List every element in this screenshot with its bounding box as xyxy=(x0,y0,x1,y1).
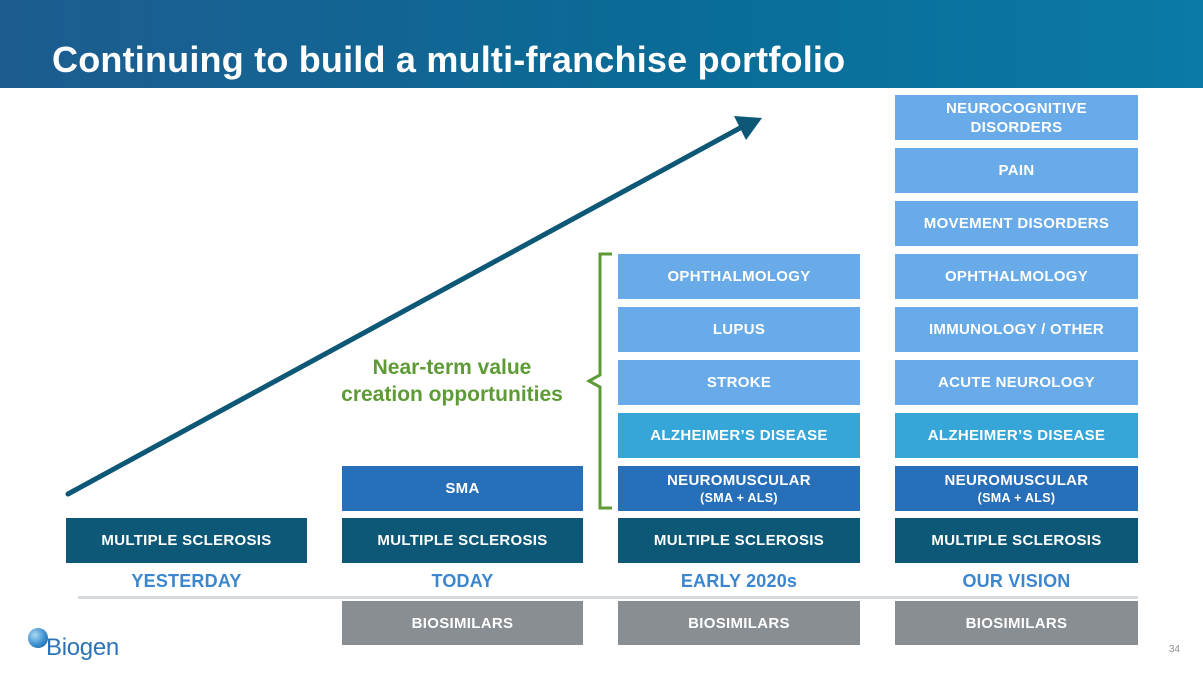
vision-movement-disorders-box: MOVEMENT DISORDERS xyxy=(895,201,1138,246)
page-title: Continuing to build a multi-franchise po… xyxy=(52,39,846,80)
early2020s-lupus-box: LUPUS xyxy=(618,307,860,352)
biogen-globe-icon xyxy=(28,628,48,648)
vision-immunology-other-box: IMMUNOLOGY / OTHER xyxy=(895,307,1138,352)
box-sublabel: (SMA + ALS) xyxy=(700,490,778,505)
today-biosimilars-box: BIOSIMILARS xyxy=(342,601,583,645)
header-bar: Continuing to build a multi-franchise po… xyxy=(0,0,1203,88)
box-label: ALZHEIMER’S DISEASE xyxy=(927,427,1106,444)
column-label-our-vision: OUR VISION xyxy=(962,571,1071,591)
box-label: NEUROMUSCULAR xyxy=(667,471,811,489)
vision-biosimilars-box: BIOSIMILARS xyxy=(895,601,1138,645)
today-sma-box: SMA xyxy=(342,466,583,511)
box-label-line-2: DISORDERS xyxy=(970,118,1063,136)
box-label: BIOSIMILARS xyxy=(965,614,1068,632)
vision-ophthalmology-box: OPHTHALMOLOGY xyxy=(895,254,1138,299)
box-label: MULTIPLE SCLEROSIS xyxy=(653,532,825,549)
column-label-today: TODAY xyxy=(431,571,494,591)
callout-near-term-value: Near-term value creation opportunities xyxy=(318,354,586,408)
early2020s-multiple-sclerosis-box: MULTIPLE SCLEROSIS xyxy=(618,518,860,563)
box-sublabel: (SMA + ALS) xyxy=(977,490,1056,505)
box-label: ALZHEIMER’S DISEASE xyxy=(650,427,828,444)
yesterday-multiple-sclerosis-box: MULTIPLE SCLEROSIS xyxy=(66,518,307,563)
box-label: MULTIPLE SCLEROSIS xyxy=(377,532,548,549)
column-label-yesterday: YESTERDAY xyxy=(131,571,242,591)
early2020s-alzheimers-box: ALZHEIMER’S DISEASE xyxy=(618,413,860,458)
early2020s-biosimilars-box: BIOSIMILARS xyxy=(618,601,860,645)
growth-arrow-icon xyxy=(65,116,762,497)
box-label: MULTIPLE SCLEROSIS xyxy=(931,532,1102,549)
box-label: IMMUNOLOGY / OTHER xyxy=(928,321,1105,338)
early2020s-ophthalmology-box: OPHTHALMOLOGY xyxy=(618,254,860,299)
logo-wordmark: Biogen xyxy=(46,634,119,661)
column-label-early-2020s: EARLY 2020s xyxy=(680,571,798,591)
box-label-line-1: NEUROCOGNITIVE xyxy=(946,99,1087,117)
box-label: BIOSIMILARS xyxy=(411,614,514,632)
early2020s-neuromuscular-box: NEUROMUSCULAR (SMA + ALS) xyxy=(618,466,860,511)
box-label: LUPUS xyxy=(712,321,766,338)
box-label: NEUROMUSCULAR xyxy=(944,471,1089,489)
box-label: PAIN xyxy=(998,162,1035,179)
bracket-icon xyxy=(585,252,612,510)
vision-acute-neurology-box: ACUTE NEUROLOGY xyxy=(895,360,1138,405)
box-label: MULTIPLE SCLEROSIS xyxy=(101,532,272,549)
vision-alzheimers-box: ALZHEIMER’S DISEASE xyxy=(895,413,1138,458)
box-label: MOVEMENT DISORDERS xyxy=(923,215,1110,232)
page-number: 34 xyxy=(1168,644,1180,655)
biosimilars-divider xyxy=(78,596,1138,599)
box-label: OPHTHALMOLOGY xyxy=(944,268,1089,285)
vision-neurocognitive-disorders-box: NEUROCOGNITIVE DISORDERS xyxy=(895,95,1138,140)
box-label: ACUTE NEUROLOGY xyxy=(937,374,1095,391)
biogen-logo: Biogen xyxy=(26,626,136,666)
vision-multiple-sclerosis-box: MULTIPLE SCLEROSIS xyxy=(895,518,1138,563)
box-label: STROKE xyxy=(706,374,772,391)
today-multiple-sclerosis-box: MULTIPLE SCLEROSIS xyxy=(342,518,583,563)
box-label: OPHTHALMOLOGY xyxy=(667,268,811,285)
callout-line-2: creation opportunities xyxy=(341,383,563,406)
box-label: BIOSIMILARS xyxy=(688,614,790,632)
early2020s-stroke-box: STROKE xyxy=(618,360,860,405)
callout-line-1: Near-term value xyxy=(372,356,532,379)
box-label: SMA xyxy=(445,480,480,497)
vision-neuromuscular-box: NEUROMUSCULAR (SMA + ALS) xyxy=(895,466,1138,511)
vision-pain-box: PAIN xyxy=(895,148,1138,193)
